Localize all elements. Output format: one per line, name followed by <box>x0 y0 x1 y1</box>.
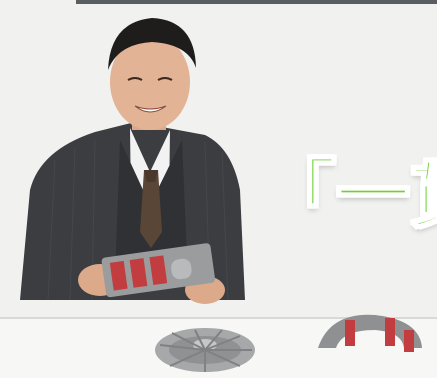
overlay-caption: 「一貫 <box>261 152 437 238</box>
impeller-part <box>155 328 255 372</box>
held-part <box>101 243 216 298</box>
tie <box>140 170 162 248</box>
tie-knot <box>144 170 158 182</box>
top-strip <box>76 0 437 4</box>
hair <box>108 18 196 70</box>
face <box>110 34 190 130</box>
right-eye <box>157 77 173 81</box>
smile <box>134 105 167 113</box>
left-eye <box>127 77 143 81</box>
curved-part <box>318 314 422 352</box>
